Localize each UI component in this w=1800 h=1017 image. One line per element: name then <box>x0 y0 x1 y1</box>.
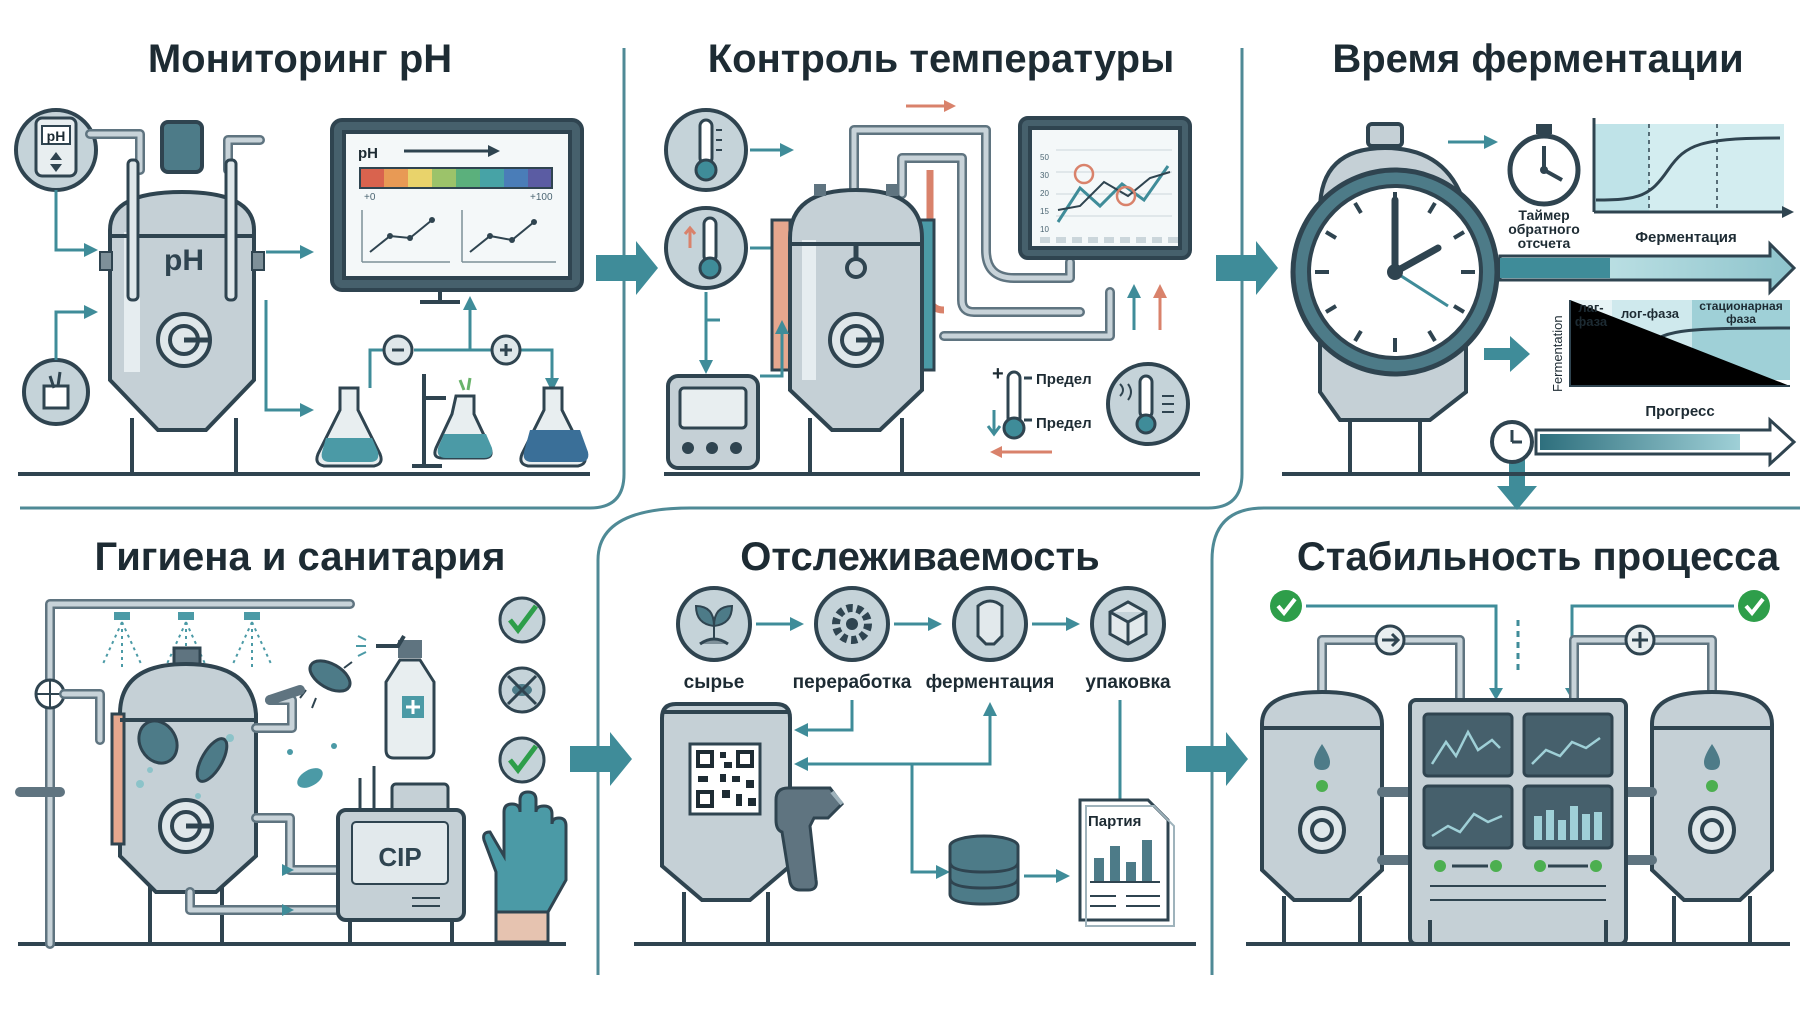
svg-text:+100: +100 <box>530 192 553 203</box>
svg-text:сырье: сырье <box>684 672 745 693</box>
fermentation-curve-chart <box>1592 118 1794 218</box>
svg-text:15: 15 <box>1040 207 1049 216</box>
progress-bar <box>1490 416 1797 468</box>
svg-text:+0: +0 <box>364 192 376 203</box>
control-panel <box>1408 698 1628 946</box>
step-processing: переработка <box>793 586 912 693</box>
sample-beaker-icon <box>22 358 90 426</box>
stability-tank-left <box>1260 689 1384 944</box>
svg-text:30: 30 <box>1040 171 1049 180</box>
ph-monitor: pH +0 +100 <box>330 118 584 304</box>
limit-upper-label: Предел <box>1036 371 1092 388</box>
step-raw-material: сырье <box>676 586 752 693</box>
glove-icon <box>482 790 568 944</box>
svg-text:переработка: переработка <box>793 672 912 693</box>
batch-report-icon: Партия <box>1078 798 1175 927</box>
no-bacteria-icon <box>498 666 546 714</box>
qr-code-icon <box>688 742 762 816</box>
panel-traceability: сырье переработка ферментация упаковка <box>634 586 1196 946</box>
stopwatch-icon <box>1507 124 1581 207</box>
temperature-monitor: 50 30 20 15 10 <box>1018 116 1192 260</box>
svg-text:ферментация: ферментация <box>926 672 1055 693</box>
flask-icon <box>315 386 383 468</box>
title-stability: Стабильность процесса <box>1297 535 1780 579</box>
ph-tank: pH <box>99 120 265 474</box>
svg-text:+: + <box>992 363 1004 385</box>
spray-bottle-icon <box>356 634 436 760</box>
database-icon <box>948 834 1020 906</box>
check-icon <box>1738 590 1770 622</box>
controller-unit <box>666 374 760 470</box>
title-ph: Мониторинг pH <box>148 37 452 81</box>
progress-label: Прогресс <box>1645 403 1714 420</box>
step-fermentation: ферментация <box>926 586 1055 693</box>
svg-text:упаковка: упаковка <box>1085 672 1171 693</box>
cip-unit: CIP <box>336 766 466 944</box>
batch-label: Партия <box>1088 813 1141 830</box>
limit-lower-label: Предел <box>1036 415 1092 432</box>
svg-text:pH: pH <box>358 145 378 162</box>
svg-text:лог-фаза: лог-фаза <box>1621 306 1680 321</box>
check-icon <box>498 596 546 644</box>
stability-tank-right <box>1650 689 1774 944</box>
bacteria-icon <box>287 659 353 788</box>
hygiene-tank <box>110 646 258 944</box>
thermometer-icon <box>664 108 748 192</box>
panel-hygiene: CIP <box>15 596 568 949</box>
title-fermentation-time: Время ферментации <box>1332 37 1743 81</box>
svg-text:лаг-фаза: лаг-фаза <box>1575 300 1608 329</box>
traceability-tank <box>660 702 792 944</box>
title-traceability: Отслеживаемость <box>740 535 1099 579</box>
check-icon <box>1270 590 1302 622</box>
svg-text:20: 20 <box>1040 189 1049 198</box>
ph-color-scale <box>359 167 553 189</box>
fermentation-label: Ферментация <box>1635 229 1737 246</box>
temperature-tank <box>770 184 936 474</box>
ph-meter-icon: pH <box>14 108 98 192</box>
svg-text:50: 50 <box>1040 153 1049 162</box>
panel-temperature: 50 30 20 15 10 + Предел Предел <box>664 100 1200 476</box>
cip-label: CIP <box>378 842 421 872</box>
flask-icon <box>519 386 589 468</box>
step-packaging: упаковка <box>1085 586 1171 693</box>
section-dividers <box>20 48 1800 975</box>
check-icon <box>498 736 546 784</box>
title-temperature: Контроль температуры <box>708 37 1174 81</box>
timer-tank <box>1290 122 1500 474</box>
stage-arrow <box>1498 240 1797 296</box>
svg-text:Fermentation: Fermentation <box>1550 315 1565 392</box>
thermometer-up-icon <box>664 206 748 290</box>
panel-stability <box>1246 590 1790 946</box>
title-hygiene: Гигиена и санитария <box>95 535 506 579</box>
barcode-scanner-icon <box>774 786 844 892</box>
svg-text:10: 10 <box>1040 225 1049 234</box>
ph-tank-label: pH <box>164 244 204 277</box>
panel-ph: pH pH <box>14 108 590 476</box>
temperature-limits: + Предел Предел <box>986 362 1190 458</box>
svg-text:pH: pH <box>47 128 66 144</box>
titration-stand-icon <box>412 374 493 468</box>
